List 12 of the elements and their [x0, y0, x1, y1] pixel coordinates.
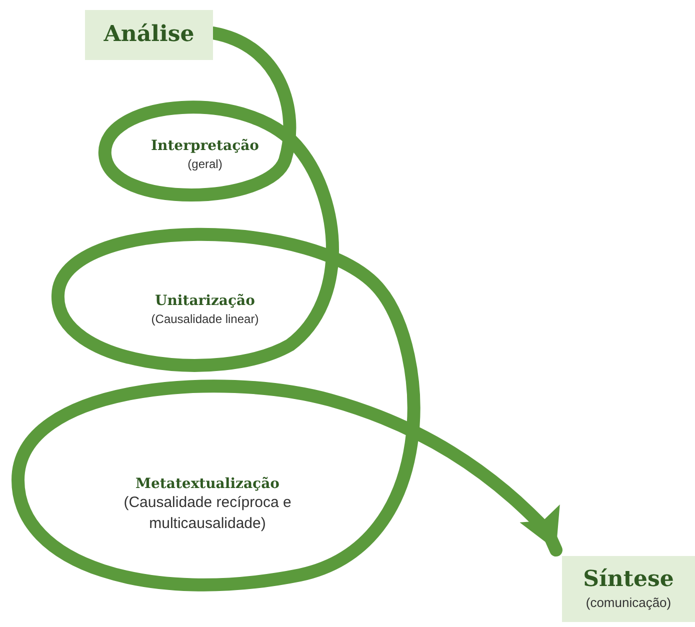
spiral-arrow: [12, 26, 562, 592]
stage-subtitle: (comunicação): [586, 594, 672, 612]
stage-title: Análise: [104, 21, 194, 49]
stage-subtitle: (Causalidade recíproca e multicausalidade): [122, 493, 292, 534]
stage-title: Unitarização: [155, 293, 255, 310]
label-card: [85, 10, 213, 60]
stage-title: Síntese: [583, 566, 674, 594]
label-card: [562, 556, 695, 622]
stage-title: Metatextualização: [136, 476, 280, 494]
stage-subtitle: (geral): [188, 156, 222, 172]
stage-title: Interpretação: [150, 138, 260, 156]
stage-subtitle: (Causalidade linear): [151, 310, 259, 327]
